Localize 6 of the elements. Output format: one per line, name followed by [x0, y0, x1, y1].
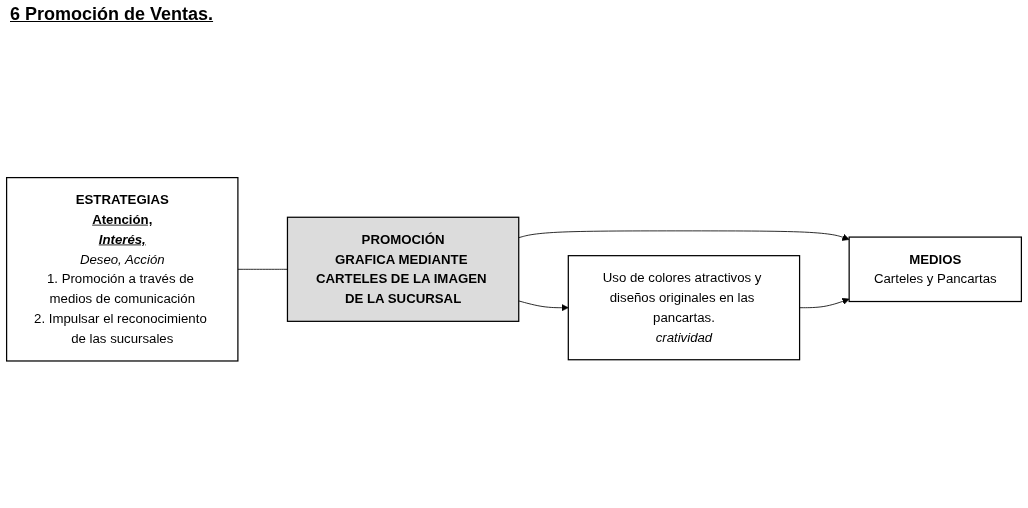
diagram-title: 6 Promoción de Ventas. [10, 4, 214, 25]
connector [237, 268, 288, 270]
node-box: MEDIOS Carteles y Pancartas [848, 236, 1022, 302]
node-box: Uso de colores atractivos y diseños originales en las pancartas. cratividad [567, 254, 801, 361]
node-box: ESTRATEGIAS Atención, Interés, Deseo, Acción 1. Promoción a través de medios de comunicación 2. Impulsar el reconocimiento de las sucursales [6, 176, 239, 362]
node-box: PROMOCIÓN GRAFICA MEDIANTE CARTELES DE LA IMAGEN DE LA SUCURSAL [286, 216, 520, 322]
